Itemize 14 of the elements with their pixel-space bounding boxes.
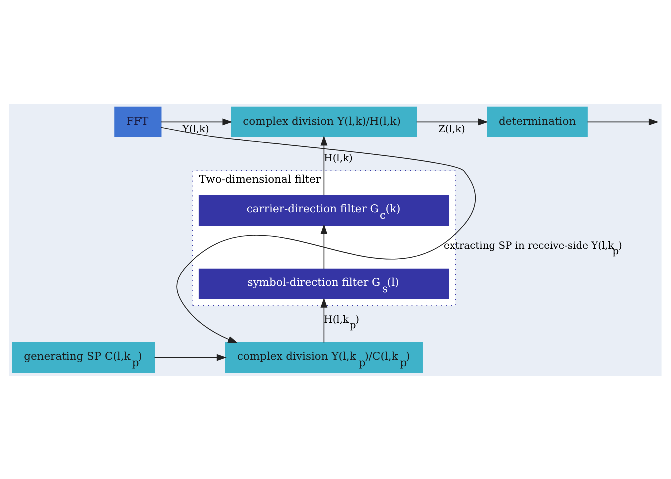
arrow	[154, 354, 227, 361]
arrow	[160, 118, 233, 126]
node-box: complex division Y(l,k)/H(l,k)	[231, 106, 418, 137]
edge-label: Y(l,k)	[182, 124, 210, 136]
node-box: determination	[487, 106, 588, 137]
arrow	[320, 224, 328, 270]
arrow	[161, 126, 476, 343]
edge-label: H(l,k)	[324, 153, 353, 164]
arrow	[587, 118, 659, 126]
arrow	[416, 118, 488, 126]
arrow	[320, 135, 328, 196]
node-box: FFT	[114, 106, 162, 137]
arrow	[320, 297, 328, 343]
edge-label: Z(l,k)	[438, 124, 466, 136]
